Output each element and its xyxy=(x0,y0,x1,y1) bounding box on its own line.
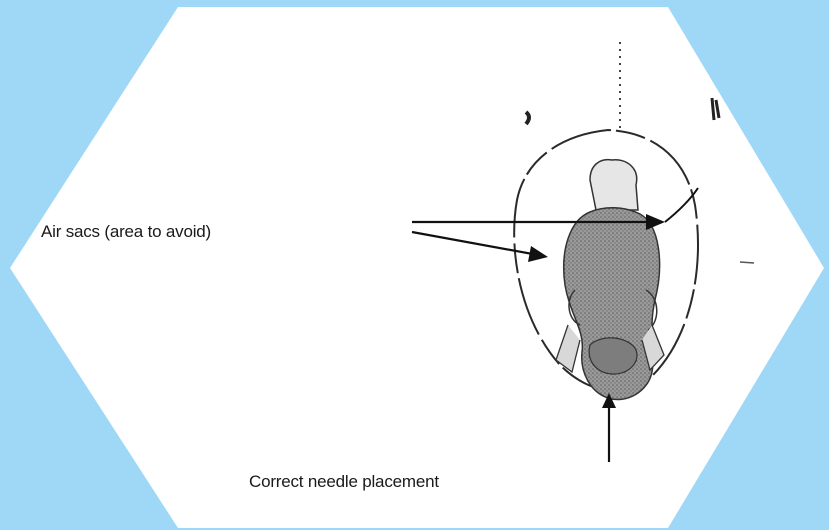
organ-lower-lobe xyxy=(589,338,637,374)
needle-arrow xyxy=(602,393,616,462)
stray-mark xyxy=(740,262,754,263)
neck-shape xyxy=(590,160,638,210)
needle-placement-label: Correct needle placement xyxy=(249,472,439,492)
right-mark xyxy=(712,98,719,120)
left-leg xyxy=(556,325,580,372)
left-mark xyxy=(526,112,529,124)
air-sacs-label: Air sacs (area to avoid) xyxy=(41,222,211,242)
